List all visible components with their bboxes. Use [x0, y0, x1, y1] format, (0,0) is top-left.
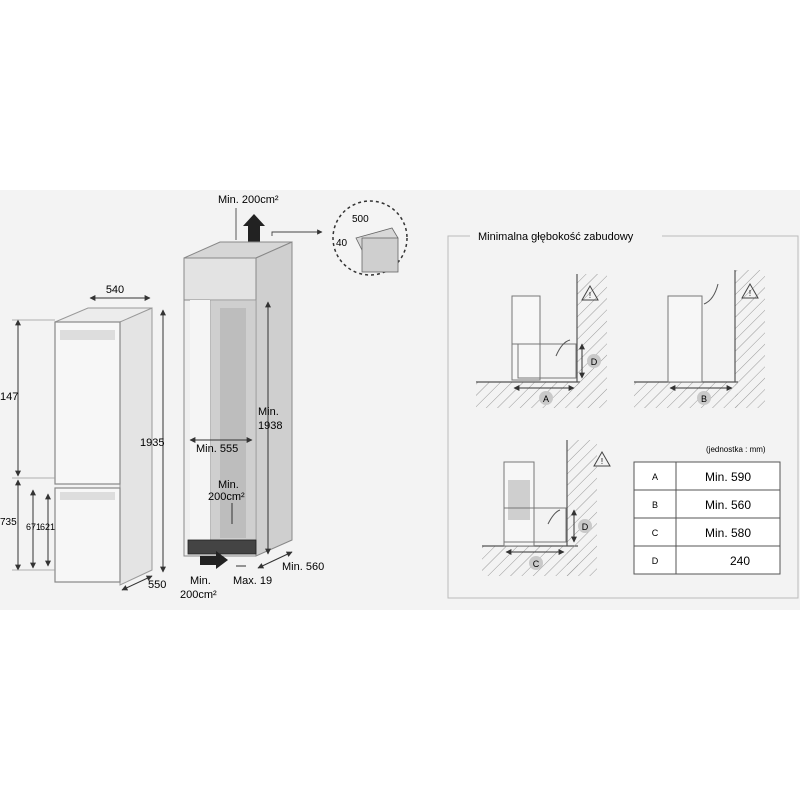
diagram-b: ! B [634, 270, 765, 408]
detail-40-label: 40 [336, 238, 348, 249]
cabinet-drawing: Min. 200cm² 500 40 Min. 555 Min. 1938 Mi… [180, 194, 408, 601]
fridge-width-label: 540 [106, 284, 124, 296]
table-row-value: Min. 590 [705, 470, 751, 484]
inner-width-label: Min. 555 [196, 443, 238, 455]
marker-c: C [533, 559, 540, 569]
table-row-value: Min. 560 [705, 498, 751, 512]
panel-title: Minimalna głębokość zabudowy [478, 231, 634, 243]
svg-text:!: ! [589, 291, 591, 300]
cabinet-depth-label: Min. 560 [282, 561, 324, 573]
table-row-key: C [652, 528, 659, 538]
table-row-value: Min. 580 [705, 526, 751, 540]
fridge-lower-height-label: 735 [0, 517, 17, 528]
mid-vent-label-2: 200cm² [208, 491, 245, 503]
marker-a: A [543, 394, 549, 404]
bottom-vent-label-2: 200cm² [180, 589, 217, 601]
detail-500-label: 500 [352, 214, 369, 225]
fridge-upper-door [54, 321, 121, 485]
svg-text:!: ! [601, 457, 603, 466]
marker-d-2: D [582, 522, 589, 532]
fridge-depth-label: 550 [148, 579, 166, 591]
marker-d-1: D [591, 357, 598, 367]
top-vent-label: Min. 200cm² [218, 194, 279, 206]
mid-vent-label-1: Min. [218, 479, 239, 491]
fridge-upper-height-label: 147 [0, 391, 18, 403]
diagram-a: ! D A [476, 274, 607, 408]
fridge-height-label: 1935 [140, 437, 164, 449]
fridge-lower-door [54, 487, 121, 583]
table-row-key: D [652, 556, 659, 566]
diagram-c: ! D C [482, 440, 611, 576]
min-depth-table: A Min. 590 B Min. 560 C Min. 580 D 240 [633, 461, 781, 575]
fridge-drawer1-label: 671 [26, 522, 41, 532]
table-row-key: A [652, 472, 658, 482]
cabinet-height-value: 1938 [258, 420, 282, 432]
table-row-key: B [652, 500, 658, 510]
bottom-vent-label-1: Min. [190, 575, 211, 587]
svg-text:!: ! [749, 289, 751, 298]
cabinet-height-label: Min. [258, 406, 279, 418]
unit-note: (jednostka : mm) [706, 445, 766, 454]
fridge-drawing: 540 1935 147 735 671 621 550 [0, 284, 166, 591]
max-gap-label: Max. 19 [233, 575, 272, 587]
fridge-drawer2-label: 621 [40, 522, 55, 532]
table-row-value: 240 [730, 554, 750, 568]
marker-b: B [701, 394, 707, 404]
min-depth-panel: Minimalna głębokość zabudowy ! D A [447, 228, 799, 599]
